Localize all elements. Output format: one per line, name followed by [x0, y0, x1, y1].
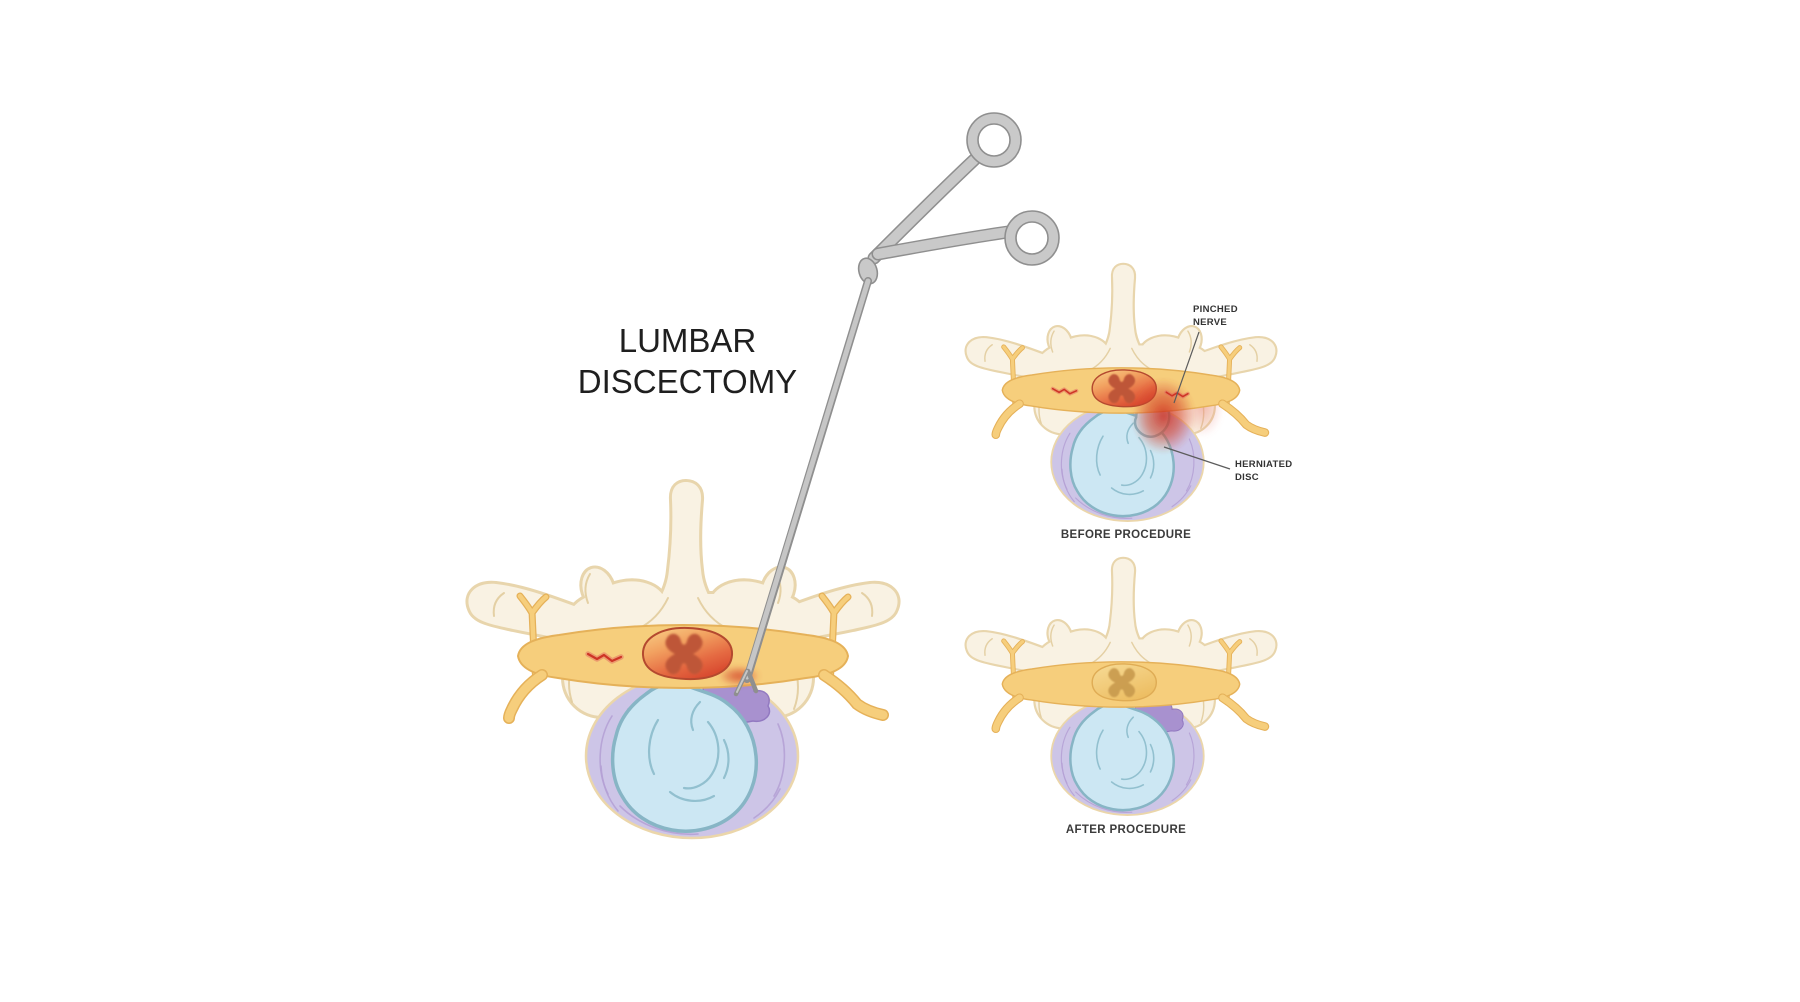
- herniated-disc-label: HERNIATED DISC: [1235, 459, 1292, 484]
- grasper-jaws: [733, 668, 759, 697]
- page-title-line2: DISCECTOMY: [577, 363, 798, 400]
- grasper-hinge: [857, 257, 879, 285]
- before-procedure-caption: BEFORE PROCEDURE: [1060, 529, 1192, 541]
- grasper-shaft: [743, 277, 872, 683]
- page-title-line1: LUMBAR: [618, 322, 757, 359]
- after-procedure-illustration: [962, 556, 1280, 817]
- after-procedure-caption: AFTER PROCEDURE: [1065, 824, 1187, 836]
- pinched-nerve-label: PINCHED NERVE: [1193, 304, 1238, 329]
- pinched-nerve-label-line1: PINCHED: [1193, 304, 1238, 315]
- herniated-disc-label-line1: HERNIATED: [1235, 459, 1293, 470]
- herniated-disc-label-line2: DISC: [1235, 471, 1259, 483]
- grasper-handles: [857, 112, 1060, 285]
- pinched-nerve-label-line2: NERVE: [1193, 316, 1228, 328]
- pinched-nerve-leader-line: [1173, 331, 1200, 404]
- herniated-disc-leader-line: [1163, 446, 1231, 470]
- page-title: LUMBAR DISCECTOMY: [500, 320, 875, 402]
- surgical-grasper-instrument: [733, 112, 1060, 697]
- spinal-disc-with-notch: [1049, 695, 1205, 817]
- healthy-spinal-cord: [1092, 664, 1156, 701]
- annotation-leader-lines: [1163, 331, 1231, 470]
